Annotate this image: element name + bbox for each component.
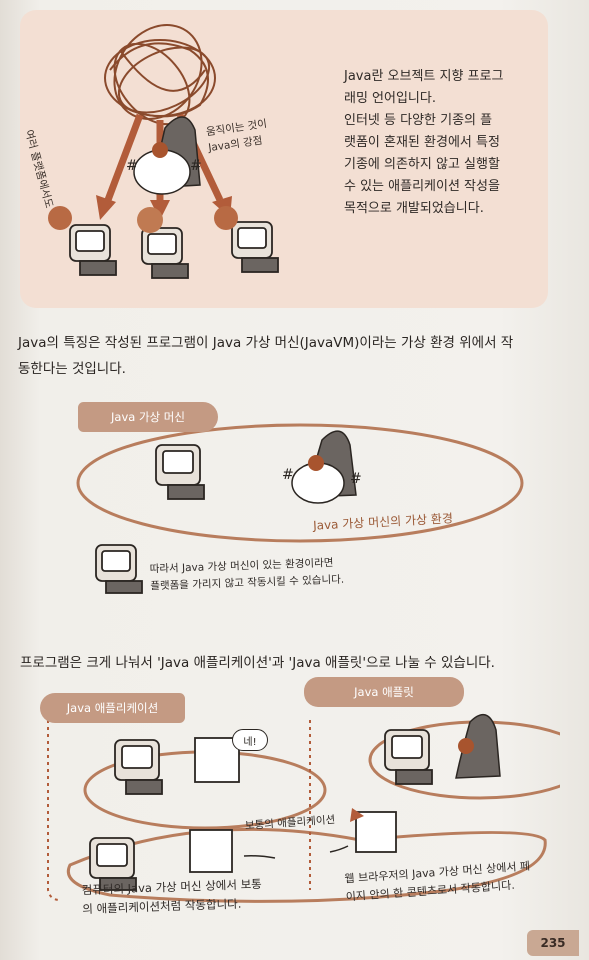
java-application-pill: Java 애플리케이션 [40, 693, 185, 723]
application-note: 컴퓨터의 Java 가상 머신 상에서 보통 의 애플리케이션처럼 작동합니다. [81, 876, 262, 917]
svg-text:#: # [350, 471, 362, 487]
java-feature-paragraph: Java의 특징은 작성된 프로그램이 Java 가상 머신(JavaVM)이라… [18, 335, 514, 377]
java-platforms-illustration: # # [48, 24, 279, 279]
svg-text:#: # [282, 467, 294, 483]
vm-note: 따라서 Java 가상 머신이 있는 환경이라면 플랫폼을 가리지 않고 작동시… [149, 556, 345, 593]
svg-text:#: # [190, 158, 202, 174]
vm-pill: Java 가상 머신 [78, 402, 218, 432]
page-number: 235 [527, 930, 579, 956]
java-applet-pill: Java 애플릿 [304, 677, 464, 707]
program-types-paragraph: 프로그램은 크게 나눠서 'Java 애플리케이션'과 'Java 애플릿'으로… [20, 655, 495, 671]
svg-text:#: # [126, 158, 138, 174]
speech-bubble: 네! [232, 729, 268, 751]
vm-environment-diagram: # # [76, 423, 524, 594]
java-intro-text: Java란 오브젝트 지향 프로그 래밍 언어입니다. 인터넷 등 다양한 기종… [344, 69, 504, 216]
app-vs-applet-diagram [47, 713, 560, 903]
